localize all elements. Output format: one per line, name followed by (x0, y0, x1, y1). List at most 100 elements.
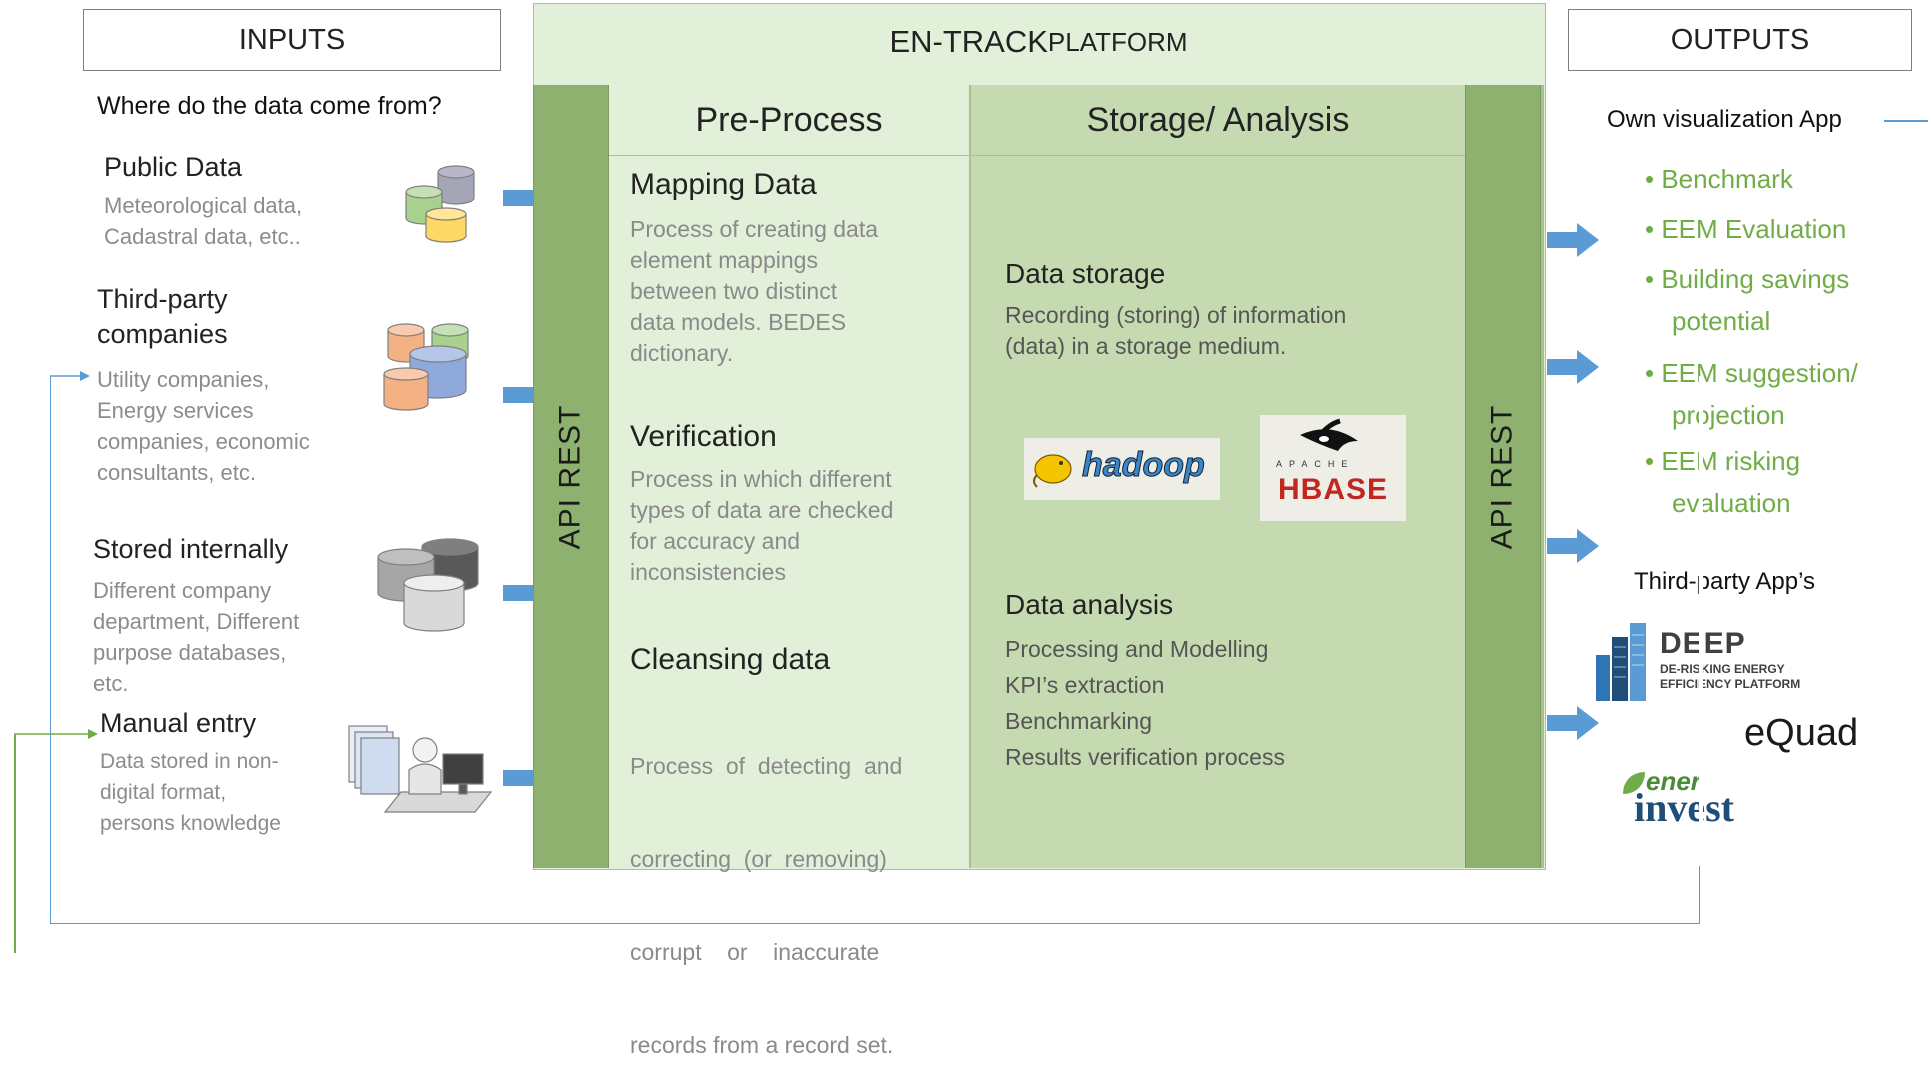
bullet-text: EEM suggestion/ (1661, 358, 1858, 388)
own-app-connector (1884, 120, 1928, 122)
inputs-question: Where do the data come from? (97, 92, 442, 120)
output-arrow-icon (1547, 350, 1599, 384)
body-line: Processing and Modelling (1005, 636, 1269, 662)
body-line: between two distinct (630, 278, 838, 304)
body-line: dictionary. (630, 340, 734, 366)
verification-body: Process in which different types of data… (630, 464, 893, 588)
storage-header: Storage/ Analysis (971, 85, 1465, 156)
platform-title-main: EN-TRACK (889, 24, 1048, 59)
feedback-line-blue (50, 376, 1700, 924)
api-rest-right-column (1465, 85, 1541, 868)
bullet-eem-risking: • EEM risking (1645, 442, 1800, 480)
manual-entry-icon (348, 725, 493, 813)
bullet-eem-risking-cont: evaluation (1672, 488, 1791, 518)
output-arrow-icon (1547, 223, 1599, 257)
deep-subtitle-line: EFFICIENCY PLATFORM (1660, 677, 1801, 691)
body-line: correcting (or removing) (630, 846, 887, 872)
bullet-text: EEM risking (1661, 446, 1801, 476)
feedback-mask (1699, 376, 1703, 866)
body-line: persons knowledge (100, 812, 281, 835)
body-line: digital format, (100, 781, 227, 804)
leaf-icon (1623, 772, 1645, 794)
preprocess-column (609, 85, 969, 868)
body-line: Different company (93, 578, 272, 603)
body-line: inconsistencies (630, 559, 786, 585)
body-line: for accuracy and (630, 528, 801, 554)
mapping-data-body: Process of creating data element mapping… (630, 214, 878, 369)
bullet-dot: • (1645, 446, 1662, 476)
bullet-dot: • (1645, 358, 1662, 388)
body-line: (data) in a storage medium. (1005, 333, 1287, 359)
feedback-line-green (14, 734, 16, 953)
bullet-eem-suggestion-cont: projection (1672, 400, 1785, 430)
body-line: records from a record set. (630, 1032, 894, 1058)
feedback-arrowhead-icon (50, 371, 90, 381)
bullet-building-savings-cont: potential (1672, 306, 1771, 336)
bullet-eem-suggestion: • EEM suggestion/ (1645, 354, 1858, 392)
bullet-dot: • (1645, 164, 1662, 194)
api-rest-left-column (533, 85, 609, 868)
platform-title: EN-TRACK PLATFORM (533, 6, 1544, 78)
input-manual-title: Manual entry (100, 708, 257, 738)
outputs-header-label: OUTPUTS (1670, 23, 1810, 56)
verification-title: Verification (630, 420, 777, 453)
database-icon (405, 165, 475, 243)
hbase-logo: APACHE HBASE (1260, 415, 1406, 521)
input-thirdparty-title: Third-party companies (97, 282, 228, 352)
deep-subtitle-line: DE-RISKING ENERGY (1660, 662, 1785, 676)
cleansing-data-title: Cleansing data (630, 643, 831, 676)
hadoop-wordmark: hadoop (1082, 446, 1206, 485)
bullet-text: EEM Evaluation (1661, 214, 1847, 244)
bullet-benchmark: • Benchmark (1645, 160, 1793, 198)
data-storage-title: Data storage (1005, 258, 1166, 289)
input-manual-body: Data stored in non- digital format, pers… (100, 746, 281, 839)
body-line: element mappings (630, 247, 818, 273)
hadoop-logo: hadoop (1024, 438, 1220, 500)
deep-building-icon (1596, 623, 1646, 701)
body-line: Process in which different (630, 466, 892, 492)
orca-icon (1300, 418, 1358, 451)
body-line: consultants, etc. (97, 460, 256, 485)
body-line: companies, economic (97, 429, 310, 454)
body-line: Utility companies, (97, 367, 270, 392)
database-icon (377, 538, 479, 632)
enerinvest-invest: invest (1634, 785, 1734, 830)
body-line: data models. BEDES (630, 309, 847, 335)
output-arrow-icon (1547, 529, 1599, 563)
bullet-text: Benchmark (1661, 164, 1793, 194)
input-thirdparty-body: Utility companies, Energy services compa… (97, 364, 310, 488)
feedback-arrowhead-icon (14, 729, 98, 739)
body-line: Results verification process (1005, 744, 1285, 770)
mapping-data-title: Mapping Data (630, 168, 817, 201)
outputs-header: OUTPUTS (1568, 9, 1912, 71)
deep-subtitle: DE-RISKING ENERGY EFFICIENCY PLATFORM (1660, 662, 1800, 692)
body-line: types of data are checked (630, 497, 894, 523)
body-line: Benchmarking (1005, 708, 1153, 734)
enerinvest-ener: ener (1646, 766, 1701, 796)
inputs-header: INPUTS (83, 9, 501, 71)
body-line: Process of creating data (630, 216, 879, 242)
bullet-dot: • (1645, 264, 1662, 294)
inputs-header-label: INPUTS (238, 23, 346, 56)
body-line: department, Different (93, 609, 300, 634)
third-party-apps-label: Third-party App’s (1634, 568, 1815, 595)
data-analysis-title: Data analysis (1005, 589, 1174, 620)
data-analysis-body: Processing and Modelling KPI’s extractio… (1005, 631, 1285, 775)
output-arrow-icon (1547, 706, 1599, 740)
hbase-wordmark: HBASE (1278, 473, 1389, 506)
title-line: companies (97, 319, 228, 349)
input-stored-body: Different company department, Different … (93, 575, 299, 699)
equad-logo: eQuad (1744, 712, 1859, 754)
body-line: Cadastral data, etc.. (104, 224, 301, 249)
input-stored-title: Stored internally (93, 534, 289, 564)
input-public-title: Public Data (104, 152, 243, 182)
body-line: Recording (storing) of information (1005, 302, 1347, 328)
data-storage-body: Recording (storing) of information (data… (1005, 300, 1346, 362)
hbase-apache-text: APACHE (1276, 459, 1355, 469)
body-line: purpose databases, (93, 640, 287, 665)
body-line: Data stored in non- (100, 750, 279, 773)
database-icon (383, 323, 469, 411)
input-public-body: Meteorological data, Cadastral data, etc… (104, 190, 302, 252)
bullet-text: Building savings (1661, 264, 1850, 294)
platform-title-sub: PLATFORM (1047, 26, 1188, 57)
